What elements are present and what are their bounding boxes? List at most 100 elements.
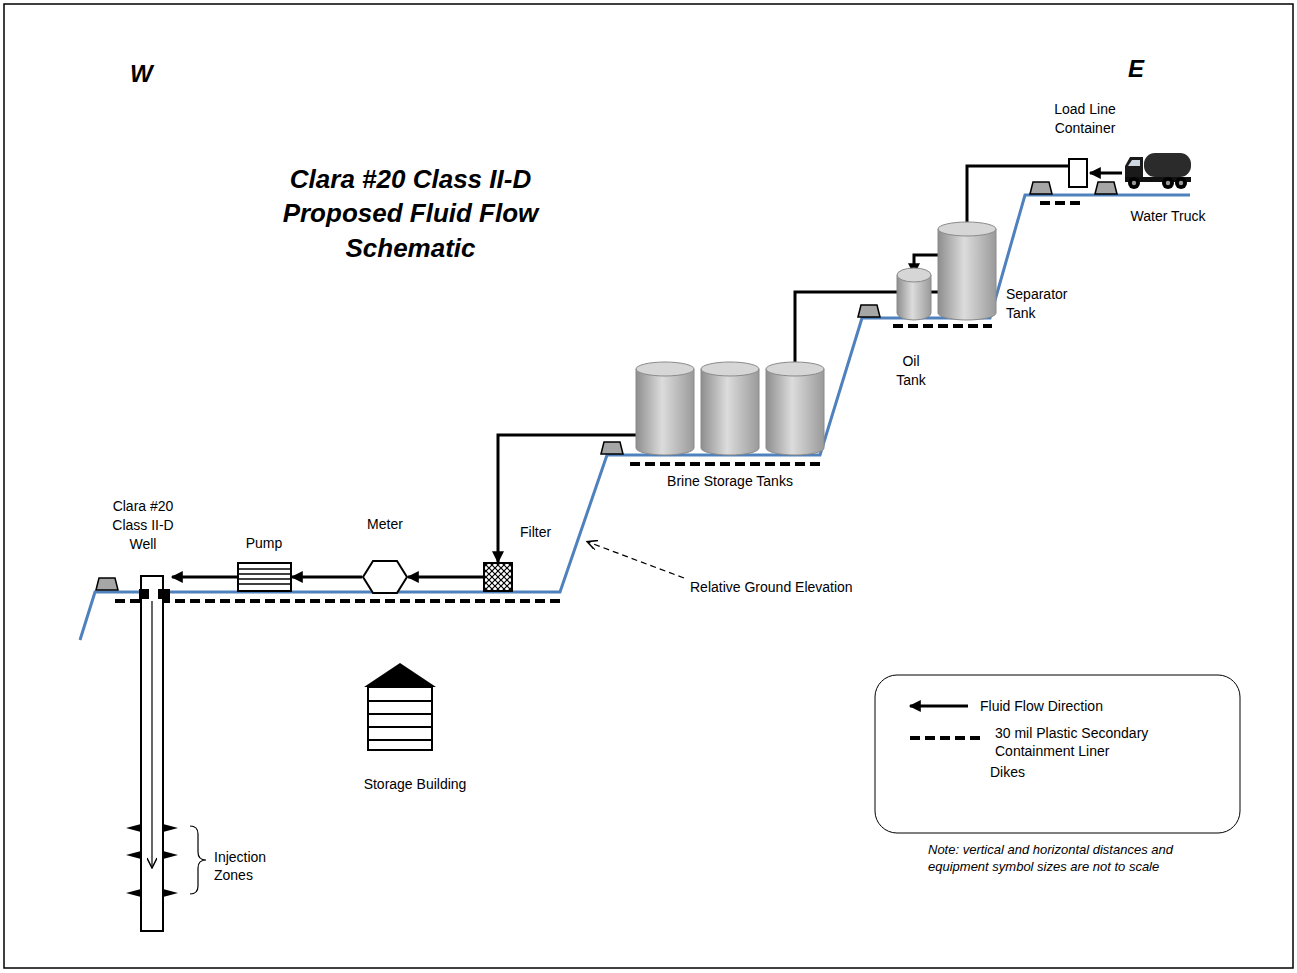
tank-body <box>701 369 759 455</box>
truck-hub <box>1132 181 1136 185</box>
tank-body <box>766 369 824 455</box>
perforation <box>126 824 141 832</box>
flow-connector <box>172 576 237 579</box>
liner-line <box>1040 201 1082 205</box>
pump-stripe <box>238 583 291 585</box>
compass-label: W <box>130 58 153 89</box>
legend-text: 30 mil Plastic Secondary Containment Lin… <box>995 725 1195 760</box>
injection-well-outline <box>132 575 172 932</box>
dike <box>1095 182 1117 194</box>
dike <box>96 578 118 590</box>
dike <box>858 305 880 317</box>
oil-tank-outline <box>897 268 931 320</box>
meter-symbol <box>363 561 407 593</box>
wellhead <box>139 589 149 599</box>
truck-wheel <box>1128 177 1140 189</box>
oil-tank: Oil Tank <box>897 268 931 320</box>
tank-top <box>701 362 759 376</box>
liner <box>115 203 1082 601</box>
note-text: Note: vertical and horizontal distances … <box>928 842 1178 876</box>
equipment-label: Water Truck <box>1118 207 1218 226</box>
flow-connector <box>498 435 636 562</box>
flow-connector <box>292 576 362 579</box>
brine-storage-tanks: Brine Storage Tanks <box>636 362 824 455</box>
dike <box>1030 182 1052 194</box>
legend-text: Fluid Flow Direction <box>980 697 1220 715</box>
perforation <box>163 851 178 859</box>
building-stripe <box>368 700 432 702</box>
truck-hub <box>1166 181 1170 185</box>
leader-line <box>588 542 684 578</box>
flow-connector <box>408 576 483 579</box>
perforation <box>126 851 141 859</box>
legend-arrow-sample <box>910 705 968 708</box>
truck-tank <box>1144 153 1191 177</box>
separator-tank: Separator Tank <box>938 222 996 320</box>
liner-line <box>893 324 992 328</box>
building-stripe <box>368 713 432 715</box>
pump-stripe <box>238 573 291 575</box>
ground-line <box>80 195 1190 640</box>
liner-line <box>630 462 820 466</box>
pump-stripe <box>238 568 291 570</box>
storage-building: Storage Building <box>364 663 436 751</box>
equipment-label: Filter <box>520 523 570 542</box>
building-body <box>368 687 432 750</box>
equipment-label: Pump <box>234 534 294 553</box>
tank-body <box>938 229 996 320</box>
tank-top <box>766 362 824 376</box>
tank-top <box>938 222 996 236</box>
separator-tank-outline <box>938 222 996 320</box>
storage-building-outline <box>364 663 436 751</box>
tank-top <box>897 268 931 282</box>
zone-label: Injection Zones <box>214 848 284 884</box>
liner-line <box>115 599 560 603</box>
meter-symbol: Meter <box>362 560 408 594</box>
well-casing <box>141 576 163 931</box>
load-line-container: Load Line Container <box>1068 158 1088 188</box>
filter-symbol <box>484 563 512 591</box>
equipment-label: Storage Building <box>355 775 475 794</box>
pump-symbol: Pump <box>237 562 292 592</box>
truck-wheel <box>1162 177 1174 189</box>
pump-stripe <box>238 578 291 580</box>
frame <box>4 4 1293 968</box>
water-truck: Water Truck <box>1122 148 1192 190</box>
equipment-label: Meter <box>355 515 415 534</box>
truck-cab <box>1125 157 1143 180</box>
injection-well: Clara #20 Class II-D Well <box>132 575 172 932</box>
wellhead <box>158 589 170 599</box>
perforation <box>126 889 141 897</box>
well-flow-arrow <box>151 601 152 867</box>
building-roof <box>364 663 436 687</box>
truck-wheel <box>1175 177 1187 189</box>
equipment-label: Separator Tank <box>1006 285 1081 323</box>
perforation <box>163 889 178 897</box>
pump-symbol-outline <box>237 562 292 592</box>
tank-top <box>636 362 694 376</box>
dike <box>601 442 623 454</box>
legend-box <box>875 675 1240 833</box>
equipment-label: Brine Storage Tanks <box>630 472 830 491</box>
water-truck-outline <box>1122 148 1192 190</box>
building-stripe <box>368 726 432 728</box>
legend-liner-sample <box>910 736 985 740</box>
container-symbol <box>1069 159 1087 187</box>
equipment-label: Load Line Container <box>1045 100 1125 138</box>
bracket <box>190 826 206 894</box>
load-line-container-outline <box>1068 158 1088 188</box>
pump-symbol <box>238 563 291 591</box>
filter-symbol-outline <box>483 562 513 592</box>
equipment-label: Oil Tank <box>890 352 932 390</box>
truck-hub <box>1179 181 1183 185</box>
building-stripe <box>368 739 432 741</box>
compass-label: E <box>1128 53 1144 84</box>
flow-connector <box>1090 172 1122 175</box>
meter-symbol-outline <box>362 560 408 594</box>
brine-storage-tanks-outline <box>636 362 824 455</box>
tank-body <box>636 369 694 455</box>
equipment-label: Clara #20 Class II-D Well <box>98 497 188 554</box>
diagram-title: Clara #20 Class II-D Proposed Fluid Flow… <box>238 162 583 265</box>
